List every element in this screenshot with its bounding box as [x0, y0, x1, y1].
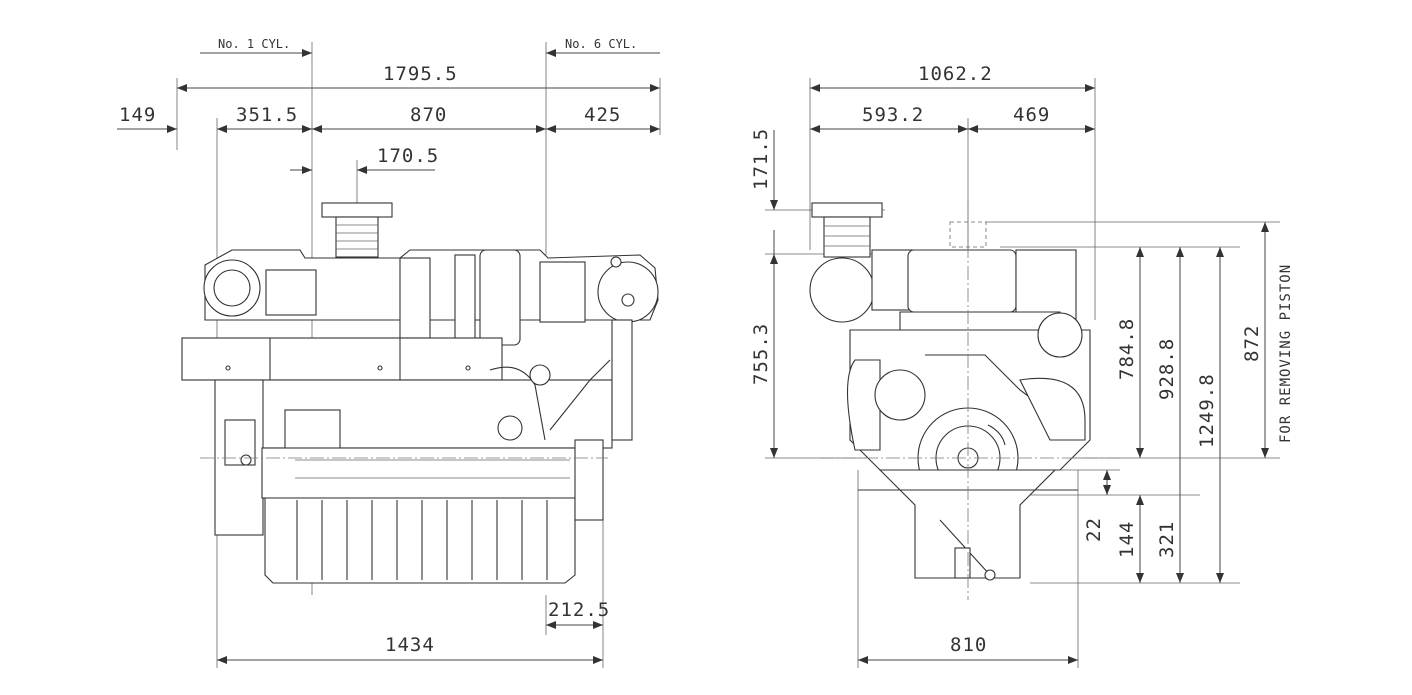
dim-base-width: 810	[950, 634, 987, 656]
side-view: No. 1 CYL. No. 6 CYL. 1795.5 149 351.5 8…	[117, 37, 661, 668]
dim-right-half: 469	[1013, 104, 1050, 126]
dim-front-overhang: 149	[119, 104, 156, 126]
engine-side-body	[181, 202, 659, 584]
dim-overall-width: 1062.2	[918, 63, 993, 85]
dim-crank-to-bottom: 321	[1156, 521, 1178, 558]
dim-total-height: 928.8	[1156, 338, 1178, 400]
dim-mount-offset: 22	[1083, 517, 1105, 542]
dim-piston-removal: 872	[1241, 325, 1263, 362]
front-view: 1062.2 593.2 469 810 171.5 755.3 784.8 9…	[750, 63, 1294, 668]
dim-overall-length: 1795.5	[383, 63, 458, 85]
dim-crank-to-top: 784.8	[1116, 318, 1138, 380]
dim-rear: 425	[584, 104, 621, 126]
dim-exhaust-top: 171.5	[750, 128, 772, 190]
dim-flywheel-offset: 212.5	[548, 599, 610, 621]
dim-height-with-rocker: 1249.8	[1196, 373, 1218, 448]
dim-cyl-span: 870	[410, 104, 447, 126]
label-for-removing-piston: FOR REMOVING PISTON	[1278, 264, 1294, 443]
dim-exhaust-offset: 170.5	[377, 145, 439, 167]
dim-exhaust-height: 755.3	[750, 323, 772, 385]
dim-to-no1-cyl: 351.5	[236, 104, 298, 126]
dim-left-half: 593.2	[862, 104, 924, 126]
label-no1-cyl: No. 1 CYL.	[218, 37, 290, 51]
label-no6-cyl: No. 6 CYL.	[565, 37, 637, 51]
dim-mount-height: 144	[1116, 521, 1138, 558]
dim-base-length: 1434	[385, 634, 435, 656]
engine-front-body	[809, 200, 1120, 600]
